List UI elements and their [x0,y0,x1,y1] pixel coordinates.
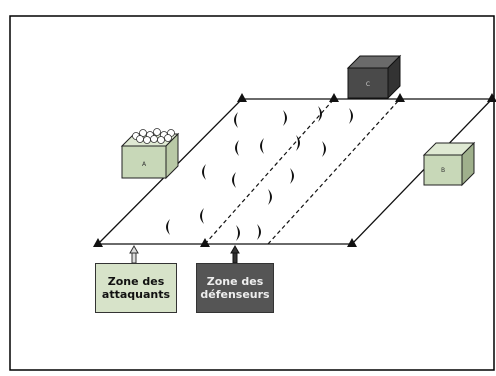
defender-marker [257,224,261,240]
defender-marker [236,225,240,241]
attacker-marker [235,140,239,156]
attacker-marker [200,208,204,224]
zone-divider-1 [204,98,335,245]
zone-defenders-line-2: défenseurs [200,288,270,301]
cone [395,93,405,102]
defender-marker [296,135,300,151]
cone [347,238,357,247]
cone [487,93,496,102]
cones [93,93,496,247]
arrow-attackers [129,244,139,264]
cone [329,93,339,102]
defender-marker [349,108,353,124]
zone-defenders-line-1: Zone des [206,275,264,288]
defender-marker [268,189,272,205]
zone-attackers-line-2: attaquants [101,288,171,301]
defender-marker [290,168,294,184]
attacker-marker [234,112,238,128]
balls [132,128,175,144]
box-a-label: A [142,161,147,168]
cone [200,238,210,247]
players [166,106,353,241]
attacker-marker [232,172,236,188]
zone-attackers-line-1: Zone des [107,275,165,288]
defender-marker [283,110,287,126]
box-b: B [422,141,476,187]
box-c: C [346,54,402,100]
arrow-defenders [230,244,240,264]
defender-marker [322,141,326,157]
attacker-marker [202,164,206,180]
box-c-label: C [366,81,370,88]
defender-marker [318,106,322,122]
attacker-marker [166,219,170,235]
cone [93,238,103,247]
box-a: A [120,128,180,180]
zone-defenders-label: Zone des défenseurs [196,263,274,313]
box-b-label: B [441,167,445,174]
cone [237,93,247,102]
frame [9,15,495,371]
zone-divider-2 [267,98,401,245]
zone-attackers-label: Zone des attaquants [95,263,177,313]
attacker-marker [260,138,264,154]
